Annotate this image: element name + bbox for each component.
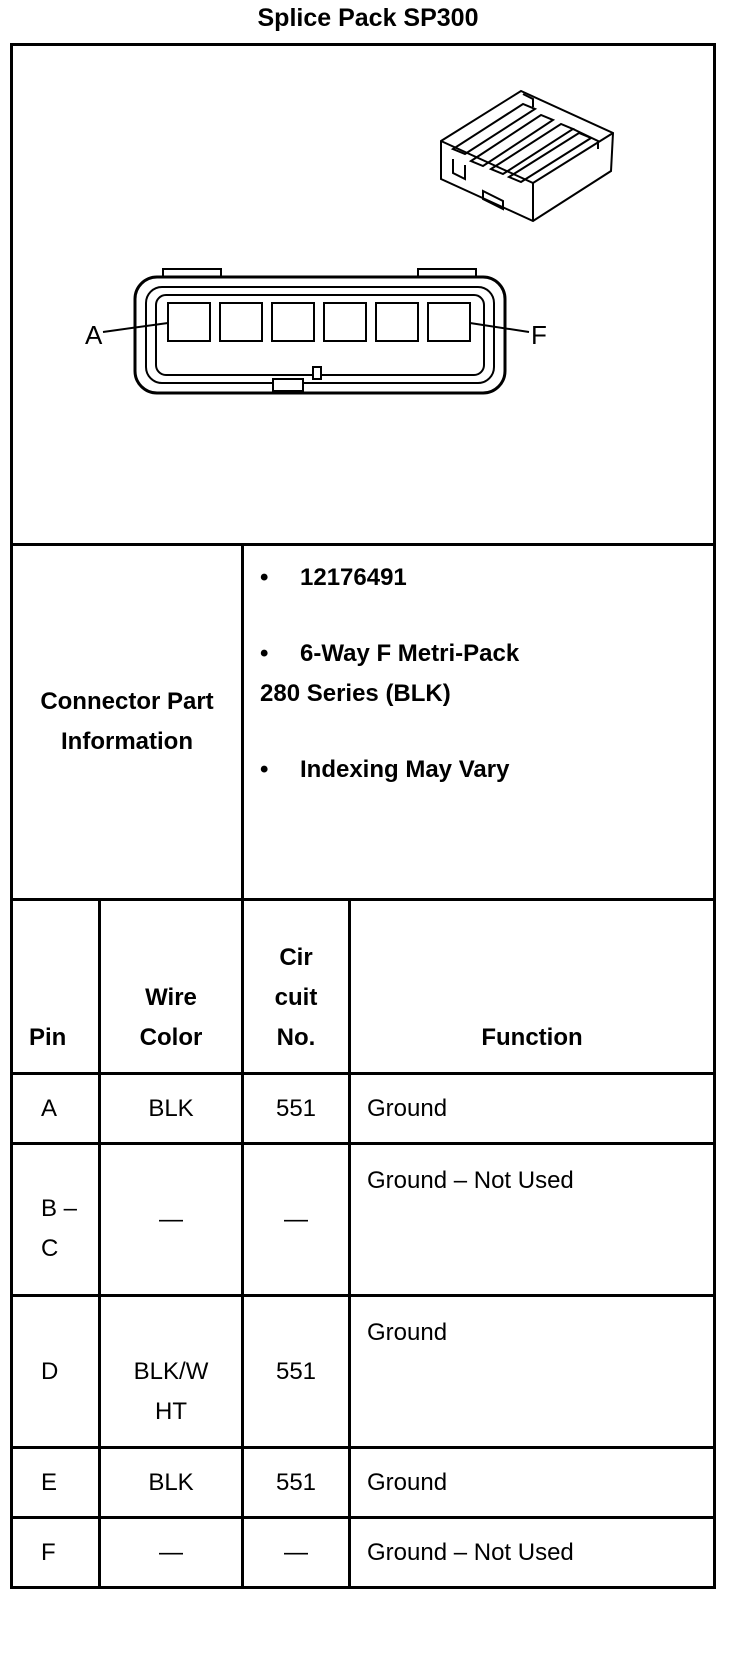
pin-cell: F [10,1516,101,1589]
connector-info-row: Connector Part Information •12176491 •6-… [10,543,716,901]
pin-cell: B –C [10,1142,101,1297]
wire-color-cell: BLK [98,1072,244,1145]
wire-color-cell: — [98,1142,244,1297]
header-function: Function [348,898,716,1075]
bullet-icon: • [260,640,269,667]
header-wire-color: Wire Color [98,898,244,1075]
wire-color-text: BLK/W HT [133,1357,209,1425]
table-row: B –C — — Ground – Not Used [10,1142,716,1297]
wire-color-cell: BLK/W HT [98,1294,244,1449]
header-circuit-no: Cir cuit No. [241,898,351,1075]
pin-cell: E [10,1446,101,1519]
connector-info-label-text: Connector Part Information [40,688,214,755]
connector-table: A F Connector Part Information • 12176491… [10,43,716,1589]
indexing-note: Indexing May Vary [300,756,510,783]
pin-cell: A [10,1072,101,1145]
connector-diagram-cell: A F [10,43,716,546]
table-row: E BLK 551 Ground [10,1446,716,1519]
header-circuit-no-text: Cir cuit No. [274,944,318,1051]
connector-diagram: A F [85,89,615,395]
header-pin: Pin [10,898,101,1075]
diagram-row: A F [10,43,716,546]
pin-cell-text: B –C [41,1194,78,1262]
connector-info-label: Connector Part Information [10,543,244,901]
part-number: 12176491 [300,564,407,591]
connector-info-item: •6-Way F Metri-Pack 280 Series (BLK) [260,634,560,714]
connector-type: 6-Way F Metri-Pack 280 Series (BLK) [260,640,520,707]
pin-f-label: F [531,320,547,350]
connector-face [102,268,530,395]
function-cell: Ground [348,1294,716,1449]
function-cell: Ground [348,1446,716,1519]
circuit-cell: 551 [241,1294,351,1449]
page-title: Splice Pack SP300 [257,4,479,32]
circuit-cell: — [241,1516,351,1589]
circuit-cell: 551 [241,1446,351,1519]
function-cell: Ground [348,1072,716,1145]
pin-cell: D [10,1294,101,1449]
circuit-cell: 551 [241,1072,351,1145]
table-row: A BLK 551 Ground [10,1072,716,1145]
circuit-cell: — [241,1142,351,1297]
connector-3d-icon [440,89,615,223]
pin-a-label: A [85,320,103,350]
wire-color-cell: — [98,1516,244,1589]
bullet-icon: • [260,564,269,591]
connector-info-item: • 12176491 [260,558,713,598]
table-row: D BLK/W HT 551 Ground [10,1294,716,1449]
connector-info-item: • Indexing May Vary [260,750,713,790]
wire-color-cell: BLK [98,1446,244,1519]
table-row: F — — Ground – Not Used [10,1516,716,1589]
function-cell: Ground – Not Used [348,1142,716,1297]
bullet-icon: • [260,756,269,783]
function-cell: Ground – Not Used [348,1516,716,1589]
table-header-row: Pin Wire Color Cir cuit No. Function [10,898,716,1075]
header-wire-color-text: Wire Color [139,984,203,1051]
connector-info-list: •12176491 •6-Way F Metri-Pack 280 Series… [260,558,713,790]
connector-info-list-cell: •12176491 •6-Way F Metri-Pack 280 Series… [241,543,716,901]
